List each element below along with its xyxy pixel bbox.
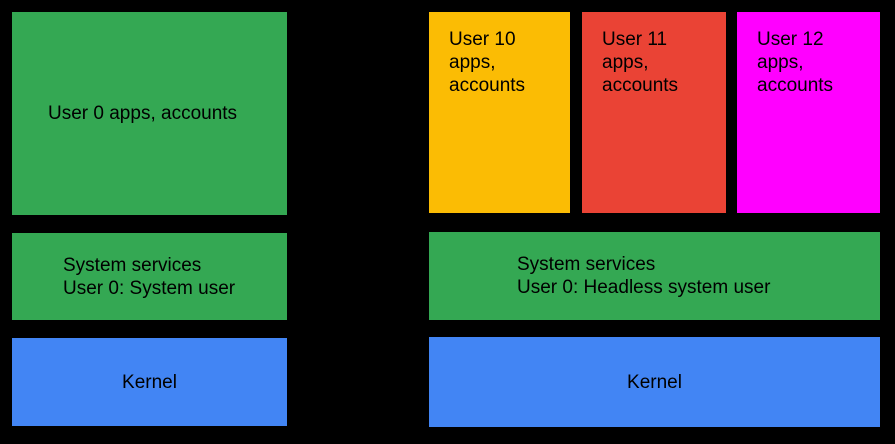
left-kernel-label: Kernel — [122, 371, 177, 393]
right-system-services-box: System services User 0: Headless system … — [429, 232, 880, 320]
left-system-services-box: System services User 0: System user — [12, 233, 287, 320]
right-user-10-apps-box: User 10 apps, accounts — [429, 12, 570, 213]
left-user-0-apps-label: User 0 apps, accounts — [48, 103, 238, 124]
right-user-12-apps-label: User 12 apps, accounts — [757, 29, 834, 96]
left-user-0-apps-box: User 0 apps, accounts — [12, 12, 287, 215]
right-user-12-apps-box: User 12 apps, accounts — [737, 12, 880, 213]
right-system-services-line2: User 0: Headless system user — [517, 277, 771, 298]
left-system-services-line2: User 0: System user — [63, 277, 236, 299]
left-kernel-box: Kernel — [12, 338, 287, 426]
right-kernel-label: Kernel — [627, 371, 682, 393]
left-system-services-line1: System services — [63, 254, 202, 276]
right-system-services-line1: System services — [517, 254, 656, 275]
right-kernel-box: Kernel — [429, 337, 880, 427]
right-system-services-text: System services User 0: Headless system … — [517, 253, 770, 299]
left-system-services-text: System services User 0: System user — [63, 254, 235, 300]
right-user-11-apps-box: User 11 apps, accounts — [582, 12, 726, 213]
right-user-11-apps-label: User 11 apps, accounts — [602, 29, 679, 96]
right-user-10-apps-label: User 10 apps, accounts — [449, 29, 526, 96]
